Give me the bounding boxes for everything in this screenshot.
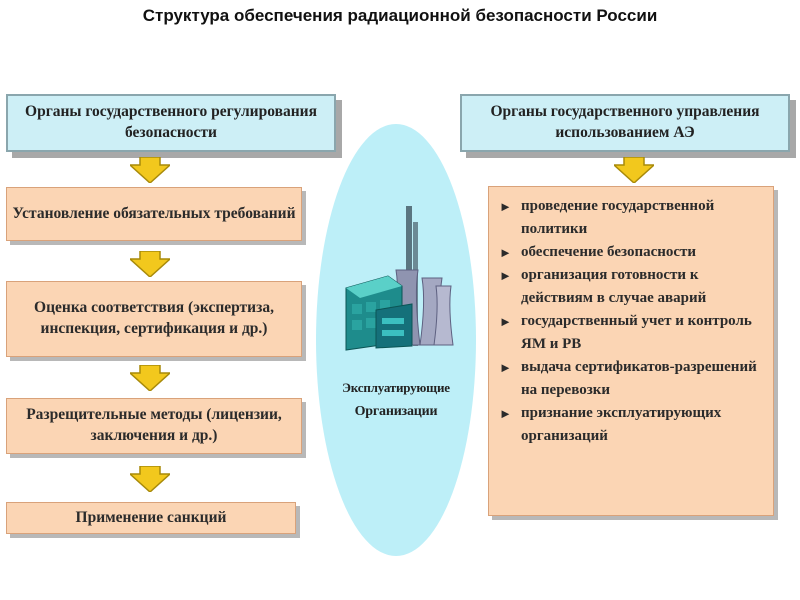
step-requirements-text: Установление обязательных требований (12, 204, 296, 222)
down-arrow-icon (130, 365, 170, 391)
operating-organizations-label-line1: Эксплуатирующие (342, 380, 450, 395)
regulation-bodies-header: Органы государственного регулирования бе… (6, 94, 336, 152)
step-permit-methods: Разрещительные методы (лицензии, заключе… (6, 398, 302, 454)
page-title: Структура обеспечения радиационной безоп… (142, 6, 658, 25)
step-conformity-assessment-text: Оценка соответствия (экспертиза, инспекц… (34, 299, 274, 337)
triangle-bullet-icon: ► (499, 360, 512, 375)
list-item: ► признание эксплуатирующих организаций (499, 402, 767, 448)
list-item: ► государственный учет и контроль ЯМ и Р… (499, 310, 767, 356)
step-requirements: Установление обязательных требований (6, 187, 302, 241)
list-item-text: проведение государственной политики (521, 198, 715, 237)
step-sanctions-text: Применение санкций (75, 508, 227, 526)
down-arrow-icon (130, 466, 170, 492)
down-arrow-icon (130, 157, 170, 183)
regulation-bodies-header-text: Органы государственного регулирования бе… (25, 103, 317, 141)
step-permit-methods-text: Разрещительные методы (лицензии, заключе… (26, 406, 282, 444)
down-arrow-icon (614, 157, 654, 183)
ae-functions-list: ► проведение государственной политики ► … (488, 186, 774, 516)
triangle-bullet-icon: ► (499, 199, 512, 214)
nuclear-plant-icon (345, 206, 454, 351)
list-item-text: выдача сертификатов-разрешений на перево… (521, 359, 757, 398)
list-item-text: государственный учет и контроль ЯМ и РВ (521, 313, 752, 352)
list-item-text: организация готовности к действиям в слу… (521, 267, 707, 306)
list-item: ► выдача сертификатов-разрешений на пере… (499, 356, 767, 402)
operating-organizations-label-line2: Организации (354, 404, 438, 419)
list-item: ► проведение государственной политики (499, 195, 767, 241)
step-conformity-assessment: Оценка соответствия (экспертиза, инспекц… (6, 281, 302, 357)
ae-management-bodies-header: Органы государственного управления испол… (460, 94, 790, 152)
triangle-bullet-icon: ► (499, 406, 512, 421)
ae-management-bodies-header-text: Органы государственного управления испол… (490, 103, 760, 141)
triangle-bullet-icon: ► (499, 245, 512, 260)
triangle-bullet-icon: ► (499, 314, 512, 329)
list-item: ► организация готовности к действиям в с… (499, 264, 767, 310)
step-sanctions: Применение санкций (6, 502, 296, 534)
list-item: ► обеспечение безопасности (499, 241, 767, 264)
triangle-bullet-icon: ► (499, 268, 512, 283)
list-item-text: обеспечение безопасности (521, 244, 697, 260)
list-item-text: признание эксплуатирующих организаций (521, 405, 722, 444)
down-arrow-icon (130, 251, 170, 277)
